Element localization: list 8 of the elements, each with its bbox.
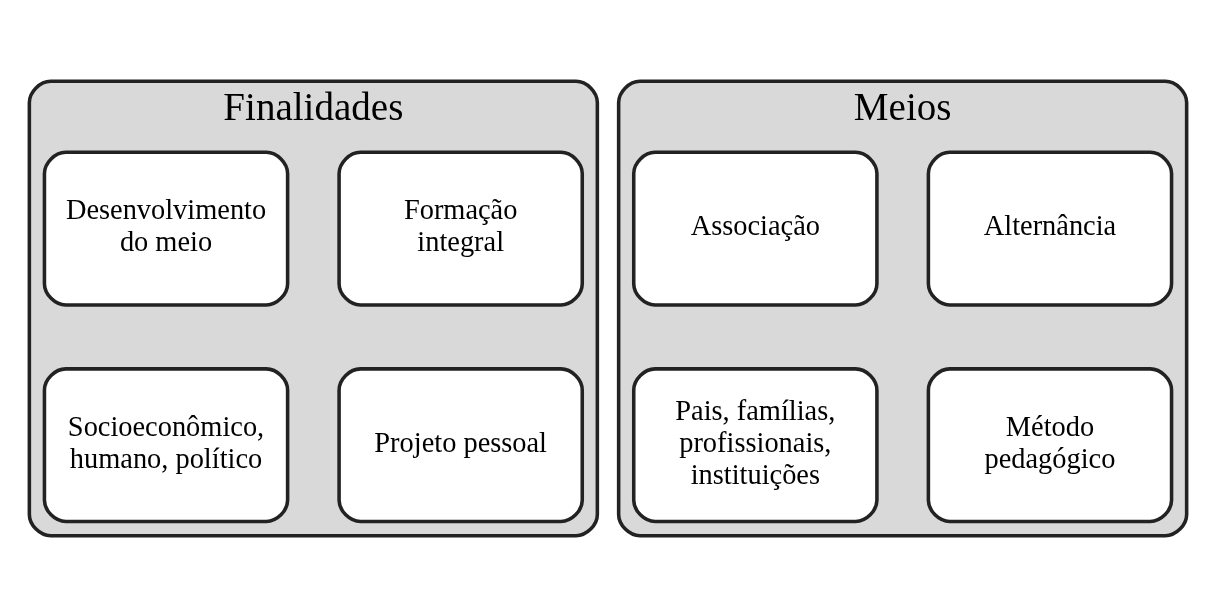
node-box: Método pedagógico <box>926 366 1174 523</box>
node-box: Pais, famílias, profissionais, instituições <box>631 366 879 523</box>
node-box: Alternância <box>926 150 1174 307</box>
node-box: Formação integral <box>337 150 585 307</box>
node-box: Associação <box>631 150 879 307</box>
node-box: Desenvolvimento do meio <box>42 150 290 307</box>
node-box: Socioeconômico, humano, político <box>42 366 290 523</box>
node-box: Projeto pessoal <box>337 366 585 523</box>
